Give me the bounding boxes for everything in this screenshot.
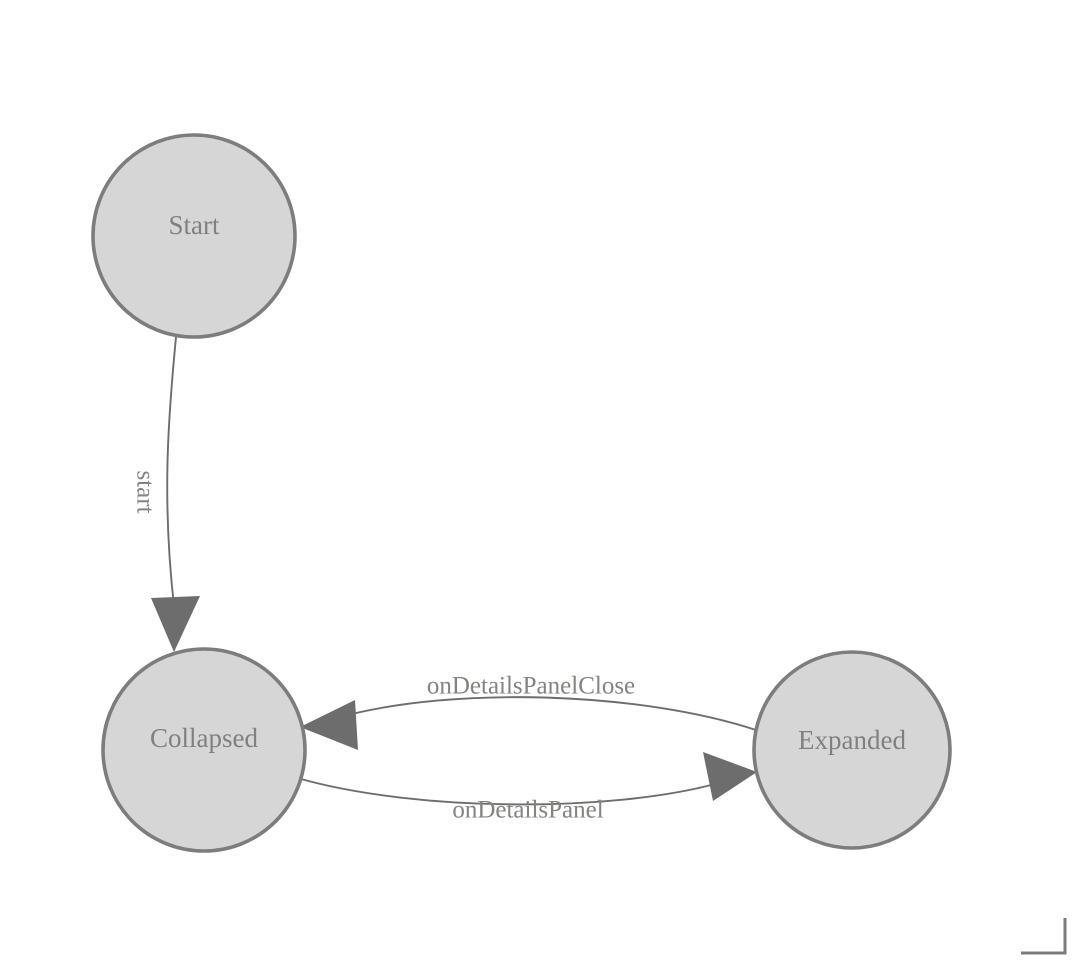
arrowhead-into-expanded (703, 752, 757, 801)
edge-start-to-collapsed[interactable] (151, 336, 200, 652)
node-start-label: Start (169, 210, 220, 240)
edge-label-start: start (131, 470, 158, 513)
arrowhead-into-collapsed-right (300, 700, 358, 750)
node-collapsed-label: Collapsed (150, 723, 258, 753)
edge-label-on-details-panel: onDetailsPanel (452, 797, 603, 824)
edge-path-start-to-collapsed (166, 336, 177, 607)
node-collapsed[interactable]: Collapsed (101, 647, 307, 853)
node-expanded[interactable]: Expanded (752, 650, 952, 850)
node-start[interactable]: Start (91, 133, 297, 339)
node-collapsed-circle (101, 647, 307, 853)
edge-expanded-to-collapsed[interactable] (300, 696, 757, 750)
edge-path-expanded-to-collapsed (339, 696, 757, 731)
edge-collapsed-to-expanded[interactable] (300, 752, 757, 806)
node-start-circle (91, 133, 297, 339)
edge-path-collapsed-to-expanded (300, 778, 716, 806)
edge-label-on-details-panel-close: onDetailsPanelClose (427, 673, 635, 700)
node-expanded-circle (752, 650, 952, 850)
arrowhead-into-collapsed-top (151, 596, 200, 652)
node-expanded-label: Expanded (798, 725, 906, 755)
viewport-corner-bracket (1021, 918, 1067, 955)
